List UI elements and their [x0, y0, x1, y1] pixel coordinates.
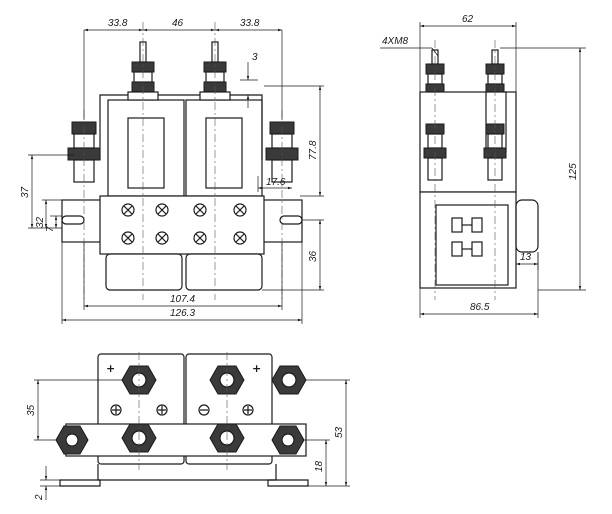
front-slot-left	[61, 215, 85, 225]
dim-62: 62	[462, 14, 474, 25]
dim-46: 46	[172, 18, 184, 29]
dim-77-8: 77.8	[308, 140, 319, 160]
front-contactor-left	[107, 99, 185, 197]
dim-37: 37	[20, 186, 31, 198]
side-coil	[515, 199, 539, 253]
side-connector-tabs	[451, 217, 483, 257]
front-lower-right	[185, 253, 263, 291]
dim-35: 35	[26, 404, 37, 416]
dim-18: 18	[314, 460, 325, 472]
dim-7: 7	[45, 226, 56, 232]
dim-33-8-left: 33.8	[108, 18, 128, 29]
top-base	[97, 464, 277, 481]
top-small-screws	[110, 404, 254, 416]
top-view: + + 35	[26, 352, 350, 501]
front-coil-left	[127, 117, 165, 189]
dim-53: 53	[334, 426, 345, 438]
plus-sign-left: +	[106, 362, 115, 375]
dim-13: 13	[520, 252, 532, 263]
dim-2: 2	[34, 494, 45, 501]
dim-126-3: 126.3	[170, 308, 195, 319]
dim-36: 36	[308, 250, 319, 262]
side-view: 62 4XM8 125 13 86.5	[380, 14, 586, 318]
plus-sign-right: +	[252, 362, 261, 375]
top-foot-left	[59, 479, 101, 487]
dim-107-4: 107.4	[170, 294, 195, 305]
dim-86-5: 86.5	[470, 302, 490, 313]
top-foot-right	[267, 479, 309, 487]
dim-125: 125	[568, 163, 579, 180]
dim-32: 32	[35, 216, 46, 228]
dim-17-6: 17.6	[266, 177, 286, 188]
front-coil-right	[205, 117, 243, 189]
dim-3: 3	[252, 52, 258, 63]
side-bracket	[435, 204, 509, 286]
front-bracket	[99, 94, 263, 160]
front-view: 33.8 46 33.8 3 77.8 17.6 36 37 32 7	[20, 18, 324, 324]
front-screws	[121, 203, 247, 245]
side-lower-body	[419, 191, 517, 289]
front-lower-left	[105, 253, 183, 291]
dim-4xm8: 4XM8	[382, 36, 409, 47]
dim-33-8-right: 33.8	[240, 18, 260, 29]
front-contactor-right	[185, 99, 263, 197]
top-plate	[65, 423, 307, 457]
